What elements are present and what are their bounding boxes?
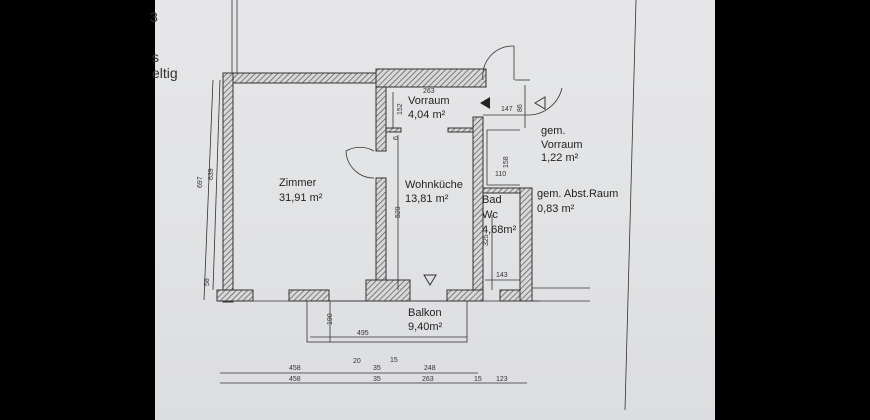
dimension-label: 458 — [289, 365, 301, 372]
dimension-label: 86 — [517, 104, 524, 112]
dimension-label: 35 — [373, 376, 381, 383]
room-area: 4,68m² — [482, 224, 517, 236]
dimension-label: 15 — [474, 376, 482, 383]
dimension-label: 35 — [373, 365, 381, 372]
room-name: gem. — [541, 125, 565, 137]
dimension-label: 123 — [496, 376, 508, 383]
dimension-label: 190 — [327, 313, 334, 325]
side-text: eltig — [152, 65, 178, 81]
dimension-label: 248 — [424, 365, 436, 372]
dimension-label: 158 — [503, 156, 510, 168]
side-text: 3 — [150, 9, 158, 25]
room-name: Zimmer — [279, 177, 317, 189]
room-area: 31,91 m² — [279, 192, 323, 204]
room-name: Wohnküche — [405, 179, 463, 191]
dimension-label: 263 — [422, 376, 434, 383]
dimension-label: 495 — [357, 330, 369, 337]
dimension-label: 263 — [423, 88, 435, 95]
dimension-label: 58 — [204, 278, 211, 286]
room-name: Wc — [482, 209, 498, 221]
entrance-arrow-icon — [480, 97, 490, 109]
dimension-label: 143 — [496, 272, 508, 279]
lines — [203, 0, 637, 411]
dimension-label: 147 — [501, 106, 513, 113]
room-area: 13,81 m² — [405, 193, 449, 205]
triangle-marker-icon — [423, 274, 437, 286]
walls — [216, 68, 533, 303]
room-name: Vorraum — [541, 139, 583, 151]
triangle-marker-icon — [534, 96, 546, 110]
room-name: gem. Abst.Raum — [537, 188, 618, 200]
dimension-label: 458 — [289, 376, 301, 383]
dimension-label: 152 — [397, 103, 404, 115]
dimension-label: 20 — [353, 358, 361, 365]
room-name: Bad — [482, 194, 502, 206]
side-text: s — [152, 49, 159, 65]
room-name: Balkon — [408, 307, 442, 319]
room-name: Vorraum — [408, 95, 450, 107]
room-area: 1,22 m² — [541, 152, 579, 164]
dimension-label: 529 — [395, 206, 402, 218]
dimension-label: 110 — [495, 171, 506, 178]
dimension-label: 325 — [483, 234, 490, 246]
room-area: 0,83 m² — [537, 203, 575, 215]
dimension-label: 697 — [197, 176, 204, 188]
room-area: 4,04 m² — [408, 109, 446, 121]
dimension-label: 639 — [208, 168, 215, 180]
room-area: 9,40m² — [408, 321, 443, 333]
dimension-label: 15 — [390, 357, 398, 364]
dimension-label: 6 — [393, 136, 400, 140]
